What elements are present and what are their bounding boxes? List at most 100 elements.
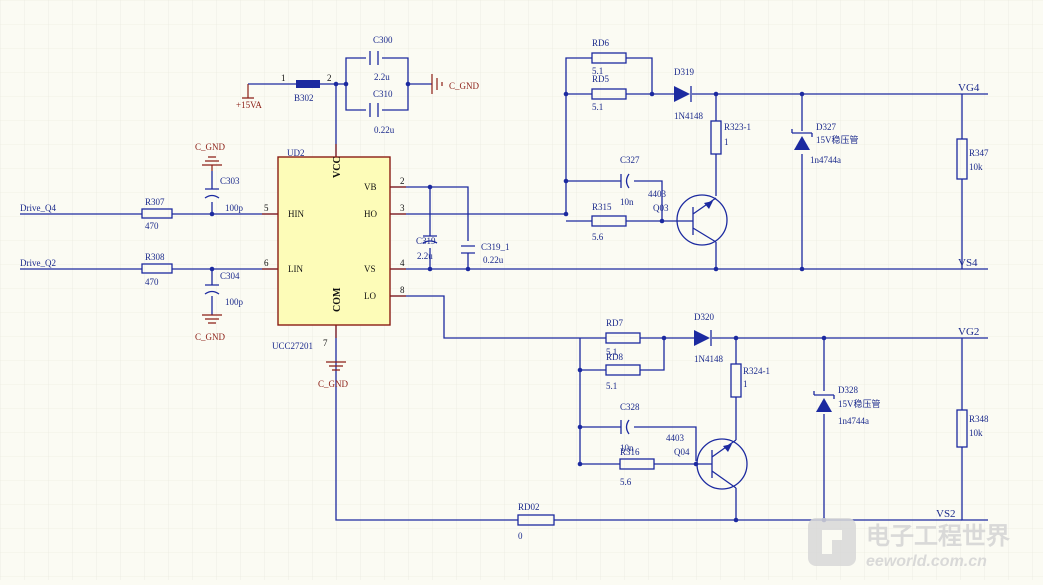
svg-text:C319_1: C319_1: [481, 242, 510, 252]
svg-text:C304: C304: [220, 271, 240, 281]
svg-text:R308: R308: [145, 252, 165, 262]
svg-text:RD6: RD6: [592, 38, 610, 48]
resistor-r323: R323-1 1: [710, 120, 751, 155]
svg-text:470: 470: [145, 277, 159, 287]
watermark-url: eeworld.com.cn: [866, 553, 987, 570]
zener-d328: D328 15V稳压管 1n4744a: [813, 385, 881, 426]
pin-2-number: 2: [400, 176, 405, 186]
svg-text:RD7: RD7: [606, 318, 624, 328]
svg-text:Q04: Q04: [674, 447, 690, 457]
svg-text:10k: 10k: [969, 428, 983, 438]
svg-text:10n: 10n: [620, 197, 634, 207]
transistor-q04: 4403 Q04: [666, 433, 748, 490]
pin-7-number: 7: [323, 338, 328, 348]
svg-text:5.6: 5.6: [592, 232, 604, 242]
ground-c304: C_GND: [195, 314, 226, 342]
pin-1-number-vcc: 2: [327, 73, 332, 83]
pin-lin-label: LIN: [288, 264, 303, 274]
svg-text:5.1: 5.1: [592, 66, 603, 76]
resistor-r308: R308 470: [141, 252, 173, 287]
svg-text:0: 0: [518, 531, 523, 541]
resistor-rd02: RD02 0: [517, 502, 555, 541]
svg-text:1N4148: 1N4148: [674, 111, 703, 121]
svg-text:2.2u: 2.2u: [374, 72, 390, 82]
net-labels: Drive_Q4 Drive_Q2 VG4 VS4 VG2 VS2: [20, 82, 980, 520]
svg-text:C328: C328: [620, 402, 640, 412]
svg-text:R315: R315: [592, 202, 612, 212]
svg-text:5.6: 5.6: [620, 477, 632, 487]
watermark-logo: 电子工程世界 eeworld.com.cn: [808, 518, 1010, 570]
svg-text:C327: C327: [620, 155, 640, 165]
svg-text:100p: 100p: [225, 203, 244, 213]
pin-hin-label: HIN: [288, 209, 304, 219]
svg-text:15V稳压管: 15V稳压管: [838, 398, 881, 409]
svg-text:10n: 10n: [620, 443, 634, 453]
net-drive-q4: Drive_Q4: [20, 203, 56, 213]
svg-text:2.2u: 2.2u: [417, 251, 433, 261]
svg-text:C303: C303: [220, 176, 240, 186]
svg-text:1n4744a: 1n4744a: [838, 416, 869, 426]
resistor-rd6: RD6 5.1: [591, 38, 627, 76]
svg-text:5.1: 5.1: [606, 381, 617, 391]
svg-text:RD02: RD02: [518, 502, 540, 512]
capacitor-c303: C303 100p: [204, 176, 244, 213]
pin-vb-label: VB: [364, 182, 377, 192]
capacitor-c327: C327 10n: [620, 155, 640, 207]
svg-text:100p: 100p: [225, 297, 244, 307]
capacitor-c319-1: C319_1 0.22u: [461, 242, 510, 265]
ground-com: C_GND: [318, 361, 349, 389]
watermark-cn: 电子工程世界: [866, 523, 1010, 550]
svg-text:4403: 4403: [666, 433, 685, 443]
diode-d320: D320 1N4148: [694, 312, 723, 364]
pin-5-number: 5: [264, 203, 269, 213]
net-vs2: VS2: [936, 508, 956, 520]
ic-body: [277, 156, 391, 326]
resistor-r347: R347 10k: [956, 138, 989, 180]
svg-text:R316: R316: [620, 447, 640, 457]
svg-text:C319: C319: [416, 236, 436, 246]
svg-text:1: 1: [743, 379, 748, 389]
pin-3-number: 3: [400, 203, 405, 213]
resistor-r307: R307 470: [141, 197, 173, 231]
svg-text:1: 1: [724, 137, 729, 147]
pin-4-number: 4: [400, 258, 405, 268]
gnd-label-1: C_GND: [449, 81, 480, 91]
gnd-label-3: C_GND: [195, 332, 226, 342]
resistor-r324: R324-1 1: [730, 363, 770, 398]
junction-dots: [209, 81, 827, 523]
zener-d327: D327 15V稳压管 1n4744a: [791, 122, 859, 165]
net-vs4: VS4: [958, 257, 978, 269]
svg-text:10k: 10k: [969, 162, 983, 172]
svg-text:R323-1: R323-1: [724, 122, 751, 132]
pin-lo-label: LO: [364, 291, 376, 301]
ferrite-ref: B302: [294, 93, 314, 103]
svg-text:1: 1: [281, 73, 286, 83]
svg-text:RD5: RD5: [592, 74, 610, 84]
resistor-rd7: RD7 5.1: [605, 318, 641, 357]
capacitor-c300: C300 2.2u: [369, 35, 393, 82]
resistor-rd8: RD8 5.1: [605, 352, 641, 391]
svg-text:R324-1: R324-1: [743, 366, 770, 376]
resistor-r316: R316 5.6: [619, 447, 655, 487]
svg-text:C300: C300: [373, 35, 393, 45]
ground-top-right: C_GND: [431, 74, 480, 94]
svg-text:5.1: 5.1: [606, 347, 617, 357]
svg-text:D328: D328: [838, 385, 858, 395]
resistor-r315: R315 5.6: [591, 202, 627, 242]
capacitor-c310: C310 0.22u: [369, 89, 395, 135]
svg-text:C310: C310: [373, 89, 393, 99]
capacitor-c319: C319 2.2u: [416, 235, 438, 261]
svg-text:1n4744a: 1n4744a: [810, 155, 841, 165]
pin-ho-label: HO: [364, 209, 377, 219]
svg-text:Q03: Q03: [653, 203, 669, 213]
svg-text:470: 470: [145, 221, 159, 231]
svg-text:R307: R307: [145, 197, 165, 207]
gnd-label-2: C_GND: [195, 142, 226, 152]
ic-ref: UD2: [287, 148, 305, 158]
net-vg2: VG2: [958, 326, 979, 338]
pin-vcc-label: VCC: [332, 156, 343, 178]
svg-text:5.1: 5.1: [592, 102, 603, 112]
